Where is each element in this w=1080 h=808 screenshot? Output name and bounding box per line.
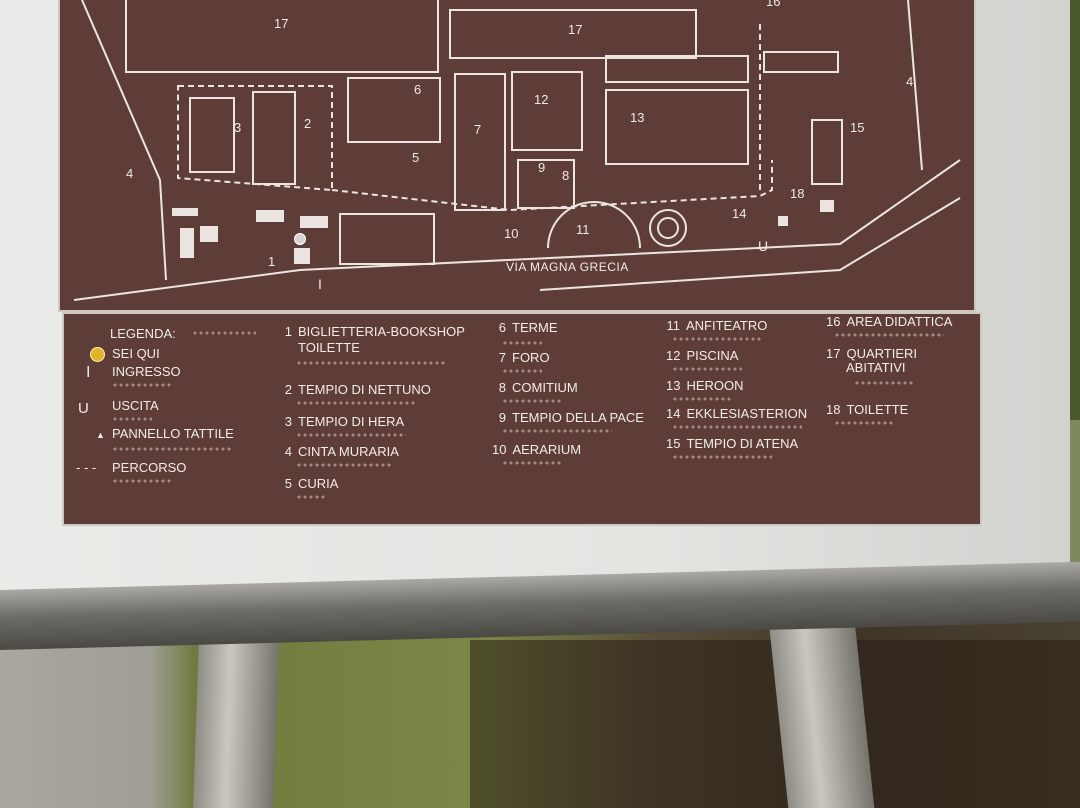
map-number: 12 [534,92,549,107]
map-number: 6 [414,82,422,97]
map-number: 4 [126,166,134,181]
legend-key-label: PERCORSO [112,460,187,475]
map-number: 8 [562,168,570,183]
map-number: 18 [790,186,805,201]
legend-key-label: USCITA [112,398,159,413]
map-number: 15 [850,120,865,135]
block-6 [347,77,441,143]
map-drawing [73,0,961,301]
map-number: 13 [630,110,645,125]
block-16 [605,55,749,83]
block-12 [511,71,583,151]
entrance-marker: I [318,276,322,292]
city-wall-east [907,0,923,171]
road-line [73,159,961,301]
temple-15 [811,119,843,185]
block-16b [763,51,839,73]
tactile-panel-icon: ▲ [96,430,105,440]
block-13 [605,89,749,165]
map-number: 1 [268,254,276,269]
map-number: 17 [274,16,289,31]
block-17b [449,9,697,59]
map-number: 7 [474,122,482,137]
you-are-here-icon [90,347,105,362]
street-label: VIA MAGNA GRECIA [506,260,629,274]
map-number: 3 [234,120,242,135]
legend-heading: LEGENDA: [110,326,176,341]
temple-3 [189,97,235,173]
map-number: 4 [906,74,914,89]
block-7 [454,73,506,211]
block-17a [125,0,439,73]
ekklesiasterion-14 [649,209,687,247]
route-temples [177,85,333,192]
legend-key-label: SEI QUI [112,346,160,361]
you-are-here-knob [294,233,306,245]
block-south [339,213,435,265]
map-number: 16 [766,0,781,9]
map-number: 14 [732,206,747,221]
legend-key-label: INGRESSO [112,364,181,379]
route-main [331,160,773,212]
map-number: 2 [304,116,312,131]
map-number: 11 [576,222,590,237]
exit-marker: U [758,238,769,254]
map-number: 17 [568,22,583,37]
map-number: 5 [412,150,420,165]
entrance-icon: I [86,364,91,381]
legend-item: TOILETTE [298,340,360,355]
route-icon: - - - [76,460,97,475]
exit-icon: U [78,400,89,417]
legend-key-label: PANNELLO TATTILE [112,426,234,441]
amphitheatre-11 [547,201,641,249]
sign-post-left [193,640,279,808]
tactile-map: 17 17 16 4 4 3 2 6 5 7 12 13 15 9 8 11 1… [58,0,976,312]
temple-2 [252,91,296,185]
map-number: 10 [504,226,519,241]
legend-item: ABITATIVI [846,360,906,375]
city-wall-west [81,0,167,281]
legend-panel: LEGENDA: SEI QUI I INGRESSO U USCITA ▲ P… [62,312,982,526]
map-number: 9 [538,160,546,175]
